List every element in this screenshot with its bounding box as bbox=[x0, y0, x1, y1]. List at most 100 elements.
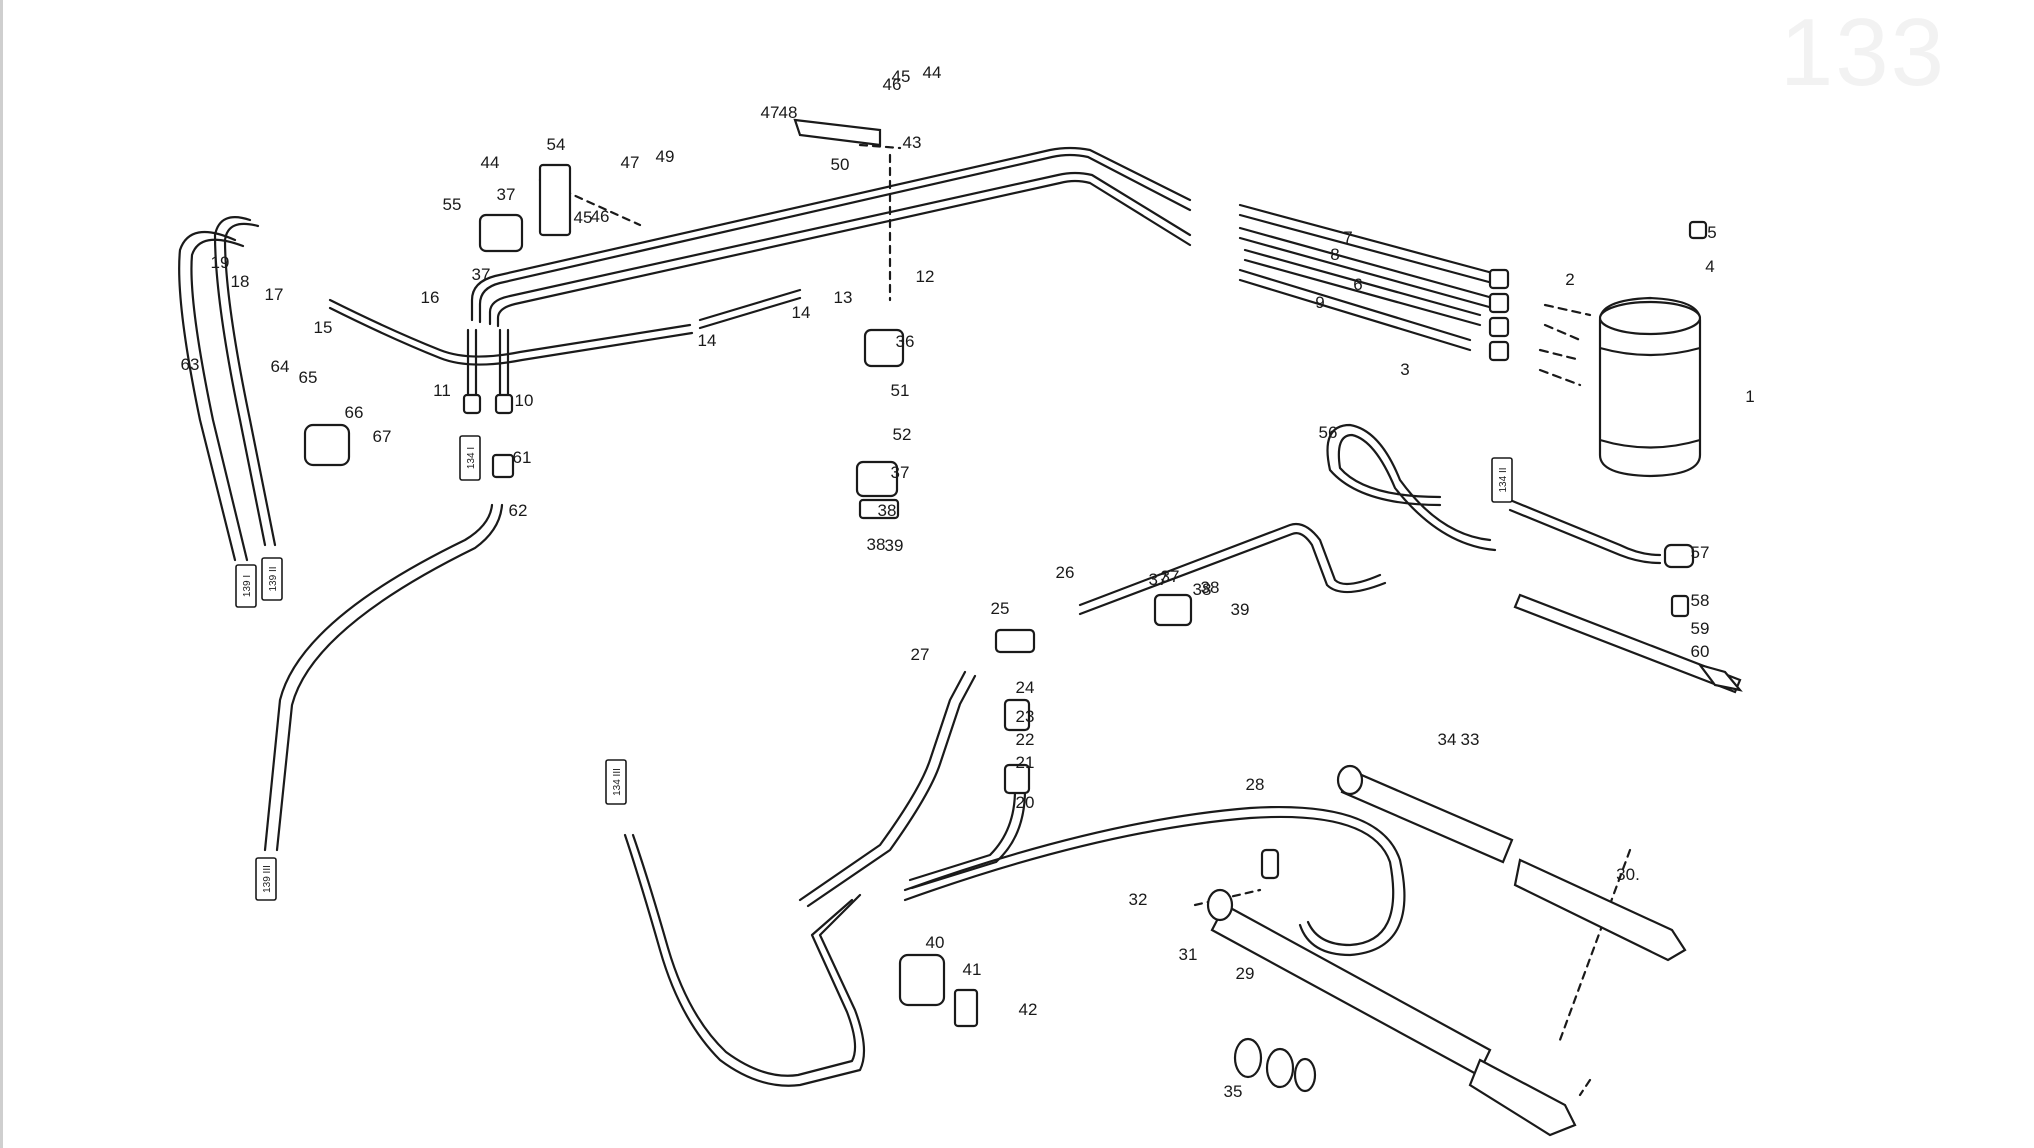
callout-38: 38 bbox=[878, 501, 897, 520]
callout-20: 20 bbox=[1016, 793, 1035, 812]
pipe-20-b bbox=[910, 788, 1027, 890]
callout-58: 58 bbox=[1691, 591, 1710, 610]
callout-10: 10 bbox=[515, 391, 534, 410]
reference-tag-box bbox=[261, 557, 283, 601]
reference-tag-box bbox=[255, 857, 277, 901]
callout-32: 32 bbox=[1129, 890, 1148, 909]
callout-54: 54 bbox=[547, 135, 566, 154]
callout-36: 36 bbox=[896, 332, 915, 351]
reference-tag-box bbox=[235, 564, 257, 608]
hose-54-b bbox=[1337, 433, 1497, 552]
hose-60-b bbox=[275, 503, 504, 852]
hose-62-b bbox=[223, 222, 277, 547]
callout-46: 46 bbox=[591, 207, 610, 226]
hose-6 bbox=[1243, 248, 1482, 317]
callout-44: 44 bbox=[481, 153, 500, 172]
pipe-20 bbox=[908, 788, 1017, 882]
hose-8-b bbox=[1238, 236, 1502, 312]
callout-35: 35 bbox=[1224, 1082, 1243, 1101]
callout-4: 4 bbox=[1705, 257, 1714, 276]
callout-56: 56 bbox=[1319, 423, 1338, 442]
callout-27: 27 bbox=[911, 645, 930, 664]
callout-51: 51 bbox=[891, 381, 910, 400]
pipe-13-b bbox=[496, 179, 1192, 328]
union-23 bbox=[1003, 698, 1031, 732]
callout-57: 57 bbox=[1691, 543, 1710, 562]
reference-tag-label: 139 I bbox=[242, 575, 253, 597]
plate-41 bbox=[953, 988, 979, 1028]
callout-38: 38 bbox=[867, 535, 886, 554]
reservoir-1-band bbox=[1599, 346, 1701, 449]
cylinder-29 bbox=[1210, 903, 1492, 1077]
callout-34: 34 bbox=[1438, 730, 1457, 749]
callout-40: 40 bbox=[926, 933, 945, 952]
pipe-26 bbox=[1078, 522, 1382, 607]
clamp-37-c bbox=[1153, 593, 1193, 627]
callout-41: 41 bbox=[963, 960, 982, 979]
fitting-10 bbox=[494, 393, 514, 415]
clamp-63 bbox=[303, 423, 351, 467]
pipe-26-b bbox=[1078, 532, 1387, 616]
fitting-hose-9 bbox=[1488, 340, 1510, 362]
callout-62: 62 bbox=[509, 501, 528, 520]
callout-48: 48 bbox=[779, 103, 798, 122]
reservoir-1-top bbox=[1598, 300, 1702, 336]
callout-42: 42 bbox=[1019, 1000, 1038, 1019]
callout-37: 37 bbox=[472, 265, 491, 284]
callout-19: 19 bbox=[211, 253, 230, 272]
fitting-11 bbox=[462, 393, 482, 415]
reference-tag-label: 134 II bbox=[1498, 467, 1509, 492]
callout-23: 23 bbox=[1016, 707, 1035, 726]
tee-25 bbox=[994, 628, 1036, 654]
callout-38: 38 bbox=[1201, 578, 1220, 597]
hose-61 bbox=[178, 230, 237, 562]
reference-tag-box bbox=[605, 759, 627, 805]
callout-64: 64 bbox=[271, 357, 290, 376]
callout-66: 66 bbox=[345, 403, 364, 422]
seal-36-a bbox=[1233, 1037, 1263, 1079]
callout-37: 37 bbox=[1149, 570, 1168, 589]
callout-group: 1234567891011121314141516171819202122232… bbox=[181, 63, 1755, 1101]
callout-7: 7 bbox=[1343, 228, 1352, 247]
reference-tag-box bbox=[1491, 457, 1513, 503]
clevis-32 bbox=[1206, 888, 1234, 922]
callout-29: 29 bbox=[1236, 964, 1255, 983]
callout-8: 8 bbox=[1330, 245, 1339, 264]
callout-37: 37 bbox=[891, 463, 910, 482]
hose-9 bbox=[1238, 268, 1472, 342]
callout-9: 9 bbox=[1315, 293, 1324, 312]
callout-37: 37 bbox=[1161, 567, 1180, 586]
callout-13: 13 bbox=[834, 288, 853, 307]
hose-8 bbox=[1238, 226, 1502, 302]
reference-tag-label: 134 I bbox=[466, 447, 477, 469]
callout-47: 47 bbox=[761, 103, 780, 122]
components-group bbox=[303, 118, 1743, 1137]
pipe-12-upper-b bbox=[478, 153, 1192, 324]
callout-30: 30. bbox=[1616, 865, 1640, 884]
callout-3: 3 bbox=[1400, 360, 1409, 379]
rod-30 bbox=[1513, 858, 1687, 962]
fitting-59 bbox=[491, 453, 515, 479]
hose-62 bbox=[213, 216, 267, 547]
bracket-43 bbox=[793, 118, 882, 147]
callout-25: 25 bbox=[991, 599, 1010, 618]
cylinder-29-rod bbox=[1468, 1058, 1577, 1137]
callout-11: 11 bbox=[433, 381, 451, 400]
leader-dashed-1 bbox=[1538, 303, 1592, 387]
plate-38-mid bbox=[858, 498, 900, 520]
hose-28 bbox=[903, 806, 1406, 957]
scan-edge bbox=[0, 0, 3, 1148]
pipe-27-b bbox=[806, 674, 977, 908]
callout-44: 44 bbox=[923, 63, 942, 82]
callout-26: 26 bbox=[1056, 563, 1075, 582]
reference-tag-box bbox=[459, 435, 481, 481]
callout-45: 45 bbox=[574, 208, 593, 227]
plate-51 bbox=[538, 163, 572, 237]
seal-36-b bbox=[1265, 1047, 1295, 1089]
hose-7-b bbox=[1238, 213, 1502, 287]
callout-47: 47 bbox=[621, 153, 640, 172]
callout-33: 33 bbox=[1461, 730, 1480, 749]
fitting-hose-6 bbox=[1488, 316, 1510, 338]
pipe-14-upper-b bbox=[698, 296, 802, 330]
